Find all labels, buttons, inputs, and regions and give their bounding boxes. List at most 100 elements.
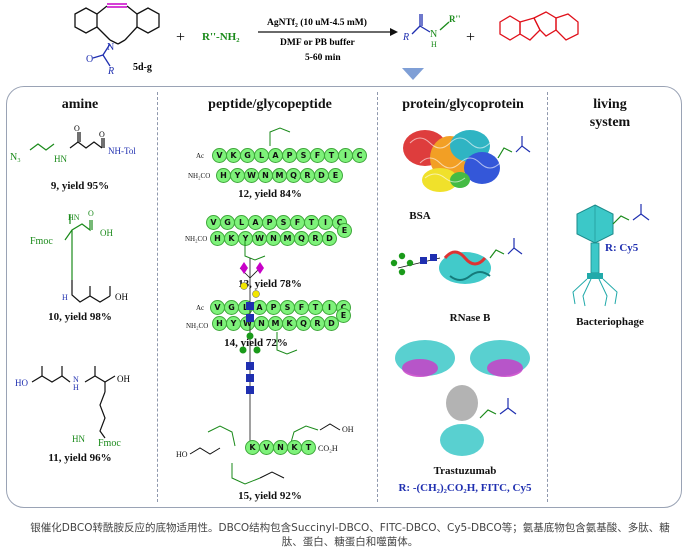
product-h: H <box>431 40 437 49</box>
c11-n: N <box>73 375 79 384</box>
conditions-line1: AgNTf₂ (10 uM-4.5 mM) <box>267 17 367 28</box>
amino-acid-bead: H <box>210 231 225 246</box>
down-arrow-icon <box>402 68 424 80</box>
p14-ac: Ac <box>196 304 205 312</box>
amino-acid-bead: Y <box>226 316 241 331</box>
c11-ho: HO <box>15 378 28 388</box>
c10-oh2: OH <box>115 292 128 302</box>
sialic-acid-icon <box>256 262 264 274</box>
p14-label: 14, yield 72% <box>224 337 288 349</box>
amino-acid-bead: D <box>322 231 337 246</box>
protein-r-definition: R: -(CH₂)₂CO₂H, FITC, Cy5 <box>398 482 532 494</box>
p12-ac: Ac <box>196 152 205 160</box>
c9-nh: HN <box>54 154 67 164</box>
c10-o: O <box>88 209 94 218</box>
p12-nh2co: NH₂CO <box>188 172 211 180</box>
conditions-line3: 5-60 min <box>305 53 341 63</box>
amino-acid-bead: V <box>259 440 274 455</box>
sialic-acid-icon <box>240 262 248 274</box>
p13-nh2co: NH₂CO <box>185 235 208 243</box>
c10-hn: HN <box>68 213 80 222</box>
reaction-scheme: N O R 5d-g + R''-NH₂ AgNTf₂ (10 uM-4.5 m… <box>74 3 579 80</box>
amino-acid-bead: K <box>287 440 302 455</box>
c10-label: 10, yield 98% <box>48 311 112 323</box>
c10-fmoc: Fmoc <box>30 236 53 247</box>
amino-acid-bead: S <box>280 300 295 315</box>
reactant-label: 5d-g <box>133 62 152 73</box>
reactant-o: O <box>86 54 93 65</box>
indole-byproduct-structure <box>499 11 579 41</box>
rnase-structure <box>390 250 491 284</box>
conditions-line2: DMF or PB buffer <box>280 38 355 48</box>
p13-label: 13, yield 78% <box>238 278 302 290</box>
c9-label: 9, yield 95% <box>50 180 110 192</box>
c9-right-group: NH-Tol <box>108 146 136 156</box>
glyco-ho: HO <box>176 450 188 459</box>
trastuzumab-label: Trastuzumab <box>433 465 497 477</box>
figure-caption: 银催化DBCO转酰胺反应的底物适用性。DBCO结构包含Succinyl-DBCO… <box>30 522 670 548</box>
c11-label: 11, yield 96% <box>48 452 112 464</box>
protein-illustrations <box>390 130 531 456</box>
divider-3 <box>547 92 548 502</box>
bacteriophage-illustration <box>572 204 650 307</box>
reaction-arrow <box>258 28 398 36</box>
amino-acid-bead: D <box>324 316 339 331</box>
trastuzumab-structure <box>395 340 530 456</box>
phage-r-definition: R: Cy5 <box>605 242 639 254</box>
amino-acid-bead: T <box>301 440 316 455</box>
c9-o2: O <box>99 130 105 139</box>
rnase-label: RNase B <box>449 312 491 324</box>
section-title-living-2: system <box>589 115 631 130</box>
amine-reagent: R''-NH₂ <box>202 31 240 43</box>
reactant-r: R <box>107 66 114 77</box>
plus-sign-1: + <box>176 29 185 46</box>
section-title-living-1: living <box>593 97 627 112</box>
amino-acid-bead: N <box>273 440 288 455</box>
plus-sign-2: + <box>466 29 475 46</box>
c11-h: H <box>73 383 79 392</box>
bsa-label: BSA <box>409 210 431 222</box>
section-title-amine: amine <box>61 97 99 112</box>
reactant-n: N <box>107 42 114 53</box>
bsa-structure <box>403 130 501 192</box>
glyco-oh: OH <box>342 425 354 434</box>
glyco-co2h: CO₂H <box>318 444 338 453</box>
glycan-tree <box>189 127 341 485</box>
product-r: R <box>402 32 409 43</box>
c10-oh: OH <box>100 228 113 238</box>
amino-acid-bead: K <box>245 440 260 455</box>
p15-label: 15, yield 92% <box>238 490 302 502</box>
product-n: N <box>430 29 437 40</box>
c9-o1: O <box>74 124 80 133</box>
p14-nh2co: NH₂CO <box>186 322 209 330</box>
c11-fmoc: Fmoc <box>98 438 121 449</box>
p13-end: E <box>337 223 352 238</box>
p12-label: 12, yield 84% <box>238 188 302 200</box>
amino-acid-bead: T <box>308 300 323 315</box>
amine-structures: N₃ HN O O NH-Tol Fmoc HN OH O H OH HO H … <box>10 124 136 449</box>
c11-hn: HN <box>72 434 85 444</box>
p14-end: E <box>336 308 351 323</box>
acyl-group <box>92 43 111 67</box>
amide-product-structure <box>411 14 450 35</box>
c10-hn2: H <box>62 293 68 302</box>
c9-left-group: N₃ <box>10 152 21 163</box>
product-rpp: R'' <box>449 14 461 24</box>
c11-oh: OH <box>117 374 130 384</box>
section-title-protein: protein/glycoprotein <box>402 97 524 112</box>
phage-label: Bacteriophage <box>576 316 644 328</box>
divider-2 <box>377 92 378 502</box>
dbco-reactant-structure <box>74 5 160 45</box>
amino-acid-bead: Q <box>296 316 311 331</box>
amino-acid-bead: M <box>280 231 295 246</box>
amino-acid-bead: E <box>328 168 343 183</box>
amino-acid-bead: M <box>268 316 283 331</box>
divider-1 <box>157 92 158 502</box>
section-title-peptide: peptide/glycopeptide <box>208 97 332 112</box>
